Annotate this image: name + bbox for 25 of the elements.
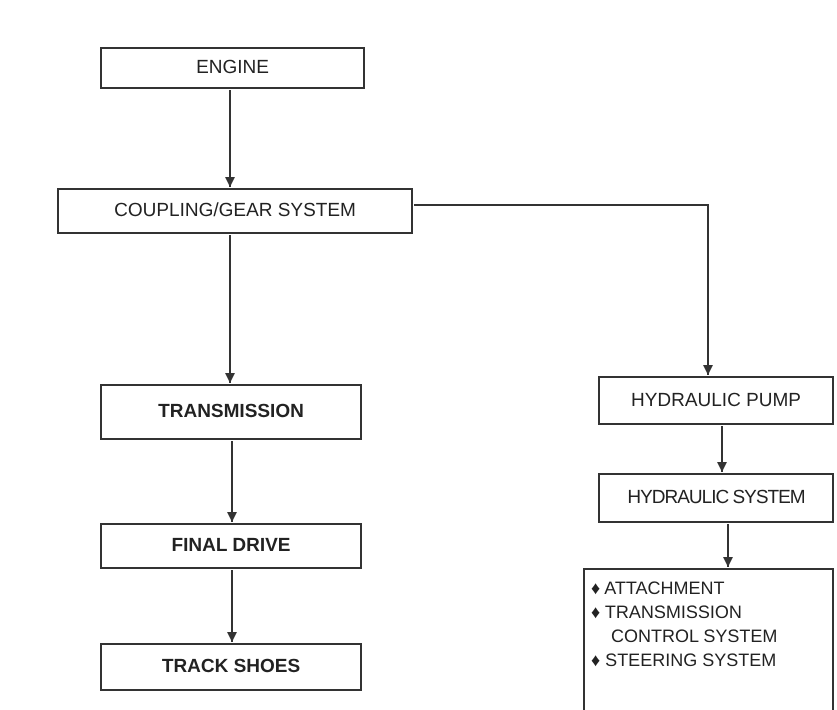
list-item: ♦ ATTACHMENT [591, 577, 726, 600]
process-box [100, 47, 365, 89]
process-box [598, 473, 834, 523]
process-box [100, 523, 362, 569]
process-box [100, 643, 362, 691]
process-box [598, 376, 834, 425]
arrow [717, 426, 727, 472]
arrow [414, 204, 713, 375]
process-box [100, 384, 362, 440]
arrow [227, 570, 237, 642]
node-label: FINAL DRIVE [172, 535, 290, 557]
arrow [227, 441, 237, 522]
list-item: ♦ STEERING SYSTEM [591, 649, 778, 672]
node-label: HYDRAULIC SYSTEM [627, 487, 805, 509]
node-label: TRANSMISSION [158, 401, 304, 423]
list-box [583, 568, 834, 710]
node-label: HYDRAULIC PUMP [631, 390, 801, 412]
arrow [225, 235, 235, 383]
node-label: TRACK SHOES [162, 656, 300, 678]
node-label: COUPLING/GEAR SYSTEM [114, 200, 356, 222]
list-item: ♦ TRANSMISSION CONTROL SYSTEM [591, 601, 778, 648]
arrow [723, 524, 733, 567]
arrow [225, 90, 235, 187]
node-label: ENGINE [196, 57, 269, 79]
process-box [57, 188, 413, 234]
